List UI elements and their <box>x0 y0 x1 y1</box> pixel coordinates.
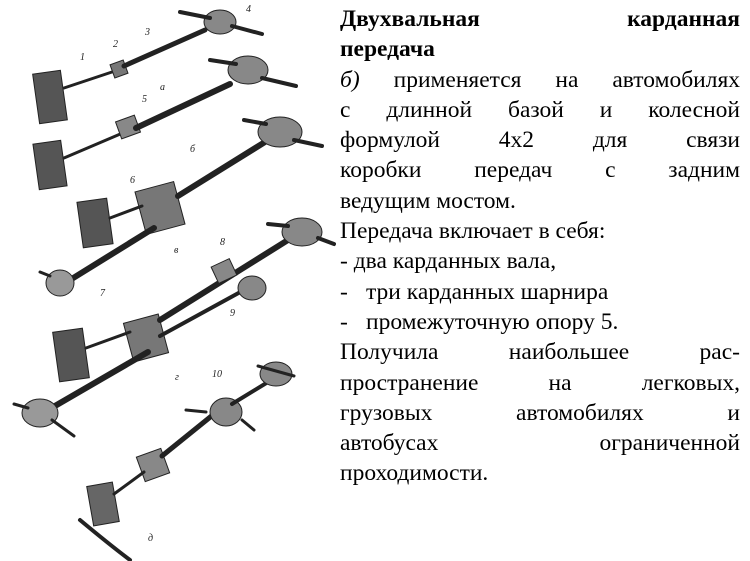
list-text-2: три карданных шарнира <box>366 278 609 305</box>
label-variant-b: б <box>190 144 196 155</box>
paragraph1-marker: б) <box>340 66 360 93</box>
paragraph1-line-5: ведущим мостом. <box>340 187 516 214</box>
paragraph1-line-1-text: применяется на автомобилях <box>393 66 741 93</box>
list-dash-1: - <box>340 248 348 275</box>
label-variant-a: а <box>160 82 165 93</box>
cardan-drive-illustration: 1 2 3 4 5 6 7 8 9 10 а б в г д <box>12 4 336 561</box>
label-6: 6 <box>130 175 135 186</box>
label-7: 7 <box>100 288 106 299</box>
title-line-2: передача <box>340 36 435 63</box>
label-5: 5 <box>142 94 147 105</box>
label-variant-v: в <box>174 245 179 256</box>
includes-heading: Передача включает в себя: <box>340 218 606 245</box>
label-8: 8 <box>220 237 225 248</box>
list-item-1: - два карданных вала, <box>340 246 740 276</box>
cardan-drive-diagrams: 1 2 3 4 5 6 7 8 9 10 а б в г д <box>0 0 336 561</box>
title-line-1: Двухвальная карданная <box>340 6 740 32</box>
paragraph2-line-4: автобусах ограниченной <box>340 430 740 457</box>
list-item-3: -промежуточную опору 5. <box>340 307 740 337</box>
paragraph1-line-3: формулой 4х2 для связи <box>340 127 740 154</box>
label-10: 10 <box>212 369 222 380</box>
paragraph1-line-2: с длинной базой и колесной <box>340 96 740 123</box>
paragraph2-line-2: пространение на легковых, <box>340 369 740 396</box>
list-text-1: два карданных вала, <box>353 248 557 275</box>
variant-b-drawing <box>32 55 298 191</box>
label-3: 3 <box>144 27 150 38</box>
variant-d-drawing <box>78 361 296 561</box>
list-text-3: промежуточную опору 5. <box>366 308 619 335</box>
paragraph2-line-1: Получила наибольшее рас- <box>340 339 740 366</box>
label-4: 4 <box>246 4 251 15</box>
variant-a-drawing <box>32 9 264 125</box>
variant-v-drawing <box>38 116 324 297</box>
paragraph2-line-5: проходимости. <box>340 460 489 487</box>
label-2: 2 <box>113 39 118 50</box>
variant-g-drawing <box>12 217 336 438</box>
label-variant-d: д <box>148 533 153 544</box>
label-variant-g: г <box>175 372 179 383</box>
label-9: 9 <box>230 308 235 319</box>
list-dash-2: - <box>340 278 348 305</box>
paragraph2-line-3: грузовых автомобилях и <box>340 399 740 426</box>
list-dash-3: - <box>340 308 348 335</box>
paragraph1-line-4: коробки передач с задним <box>340 157 740 184</box>
description-text: Двухвальная карданная передача б) примен… <box>340 4 740 489</box>
list-item-2: -три карданных шарнира <box>340 277 740 307</box>
label-1: 1 <box>80 52 85 63</box>
paragraph1-line-1: б) применяется на автомобилях <box>340 65 740 95</box>
